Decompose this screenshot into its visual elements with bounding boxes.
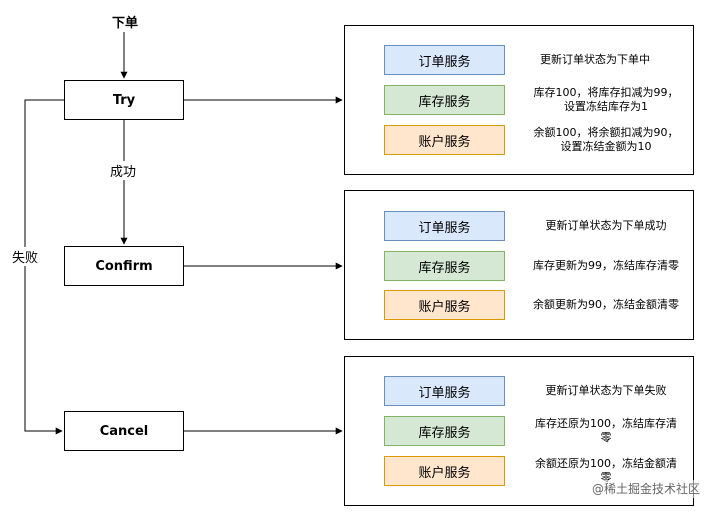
inventory-note-line2: 零 (600, 431, 612, 444)
watermark-text: @稀土掘金技术社区 (591, 482, 700, 496)
inventory-note-line2: 设置冻结库存为1 (564, 100, 648, 113)
account-note: 余额更新为90，冻结金额清零 (533, 298, 679, 311)
cancel-node: Cancel (64, 411, 184, 451)
inventory-note: 库存100，将库存扣减为99， 设置冻结库存为1 (524, 86, 688, 114)
account-note-line1: 余额100，将余额扣减为90， (533, 126, 679, 139)
account-note: 余额100，将余额扣减为90， 设置冻结金额为10 (524, 126, 688, 154)
inventory-note-line1: 库存100，将库存扣减为99， (533, 86, 679, 99)
order-note: 更新订单状态为下单失败 (545, 384, 667, 397)
inventory-note-line1: 库存还原为100，冻结库存清 (535, 417, 677, 430)
try-node: Try (64, 80, 184, 120)
order-service: 订单服务 (384, 45, 505, 75)
inventory-service: 库存服务 (384, 416, 505, 446)
order-service: 订单服务 (384, 376, 505, 406)
inventory-service: 库存服务 (384, 85, 505, 115)
account-service: 账户服务 (384, 125, 505, 155)
inventory-note: 库存更新为99，冻结库存清零 (533, 259, 679, 272)
account-note: 余额还原为100，冻结金额清 零 (524, 457, 688, 485)
account-service: 账户服务 (384, 290, 505, 320)
order-note: 更新订单状态为下单成功 (545, 219, 667, 232)
order-note-text: 更新订单状态为下单中 (540, 53, 650, 66)
inventory-note: 库存还原为100，冻结库存清 零 (524, 417, 688, 445)
fail-label: 失败 (10, 247, 41, 266)
start-label: 下单 (111, 16, 138, 31)
account-note-line1: 余额还原为100，冻结金额清 (535, 457, 677, 470)
order-note: 更新订单状态为下单中 (524, 53, 684, 67)
inventory-service: 库存服务 (384, 251, 505, 281)
watermark: @稀土掘金技术社区 (540, 480, 700, 498)
account-service: 账户服务 (384, 456, 505, 486)
success-label: 成功 (108, 161, 139, 180)
confirm-node: Confirm (64, 246, 184, 286)
account-note-line2: 零 (600, 471, 612, 484)
order-service: 订单服务 (384, 211, 505, 241)
account-note-line2: 设置冻结金额为10 (560, 140, 652, 153)
